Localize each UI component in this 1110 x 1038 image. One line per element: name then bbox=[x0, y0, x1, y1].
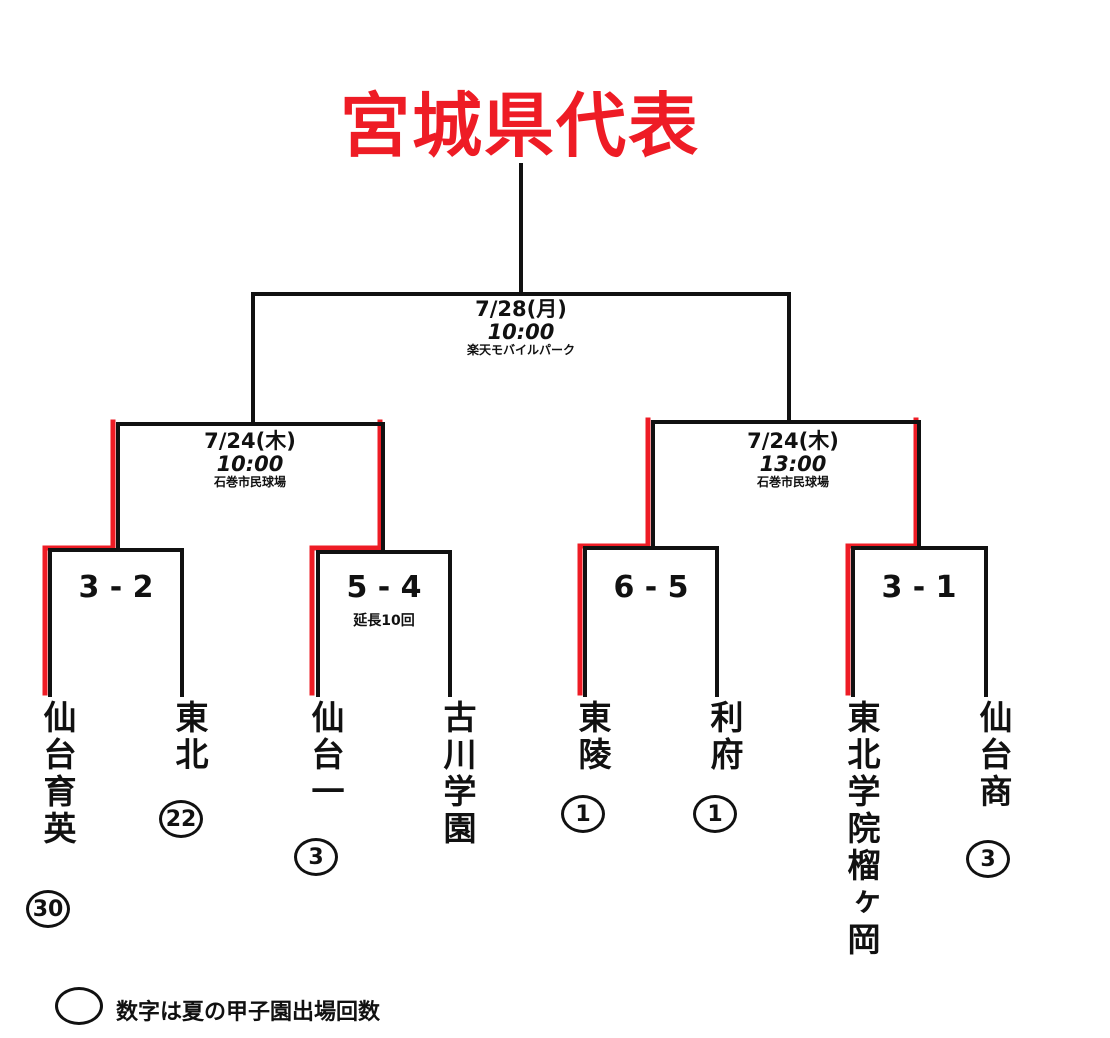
qf3-score: 6 - 5 bbox=[613, 570, 689, 605]
legend-text: 数字は夏の甲子園出場回数 bbox=[116, 1000, 381, 1025]
semifinal-left-date: 7/24(木) bbox=[204, 429, 296, 453]
appearances-badge-toryo: 1 bbox=[561, 795, 605, 833]
final-match-info: 7/28(月) 10:00 楽天モバイルパーク bbox=[421, 297, 621, 358]
semifinal-right-venue: 石巻市民球場 bbox=[756, 475, 829, 490]
semifinal-left-info: 7/24(木) 10:00 石巻市民球場 bbox=[150, 429, 350, 490]
final-bracket bbox=[251, 292, 791, 424]
qf1-bracket bbox=[48, 548, 184, 697]
semifinal-left-bracket bbox=[116, 422, 385, 552]
semifinal-right-info: 7/24(木) 13:00 石巻市民球場 bbox=[693, 429, 893, 490]
semifinal-left-venue: 石巻市民球場 bbox=[213, 475, 286, 490]
qf4-bracket bbox=[851, 546, 988, 697]
qf3-bracket bbox=[583, 546, 719, 697]
team-tohoku-gakuin-tsutsujigaoka: 東北学院榴ヶ岡 bbox=[842, 700, 881, 959]
team-sendai-sho: 仙台商 bbox=[974, 700, 1013, 811]
team-furukawa-gakuen: 古川学園 bbox=[438, 700, 477, 848]
qf3-winner-path bbox=[577, 417, 651, 696]
semifinal-left-time: 10:00 bbox=[216, 452, 284, 477]
qf1-winner-path bbox=[42, 419, 116, 696]
team-sendai-ikuei: 仙台育英 bbox=[38, 700, 77, 848]
final-venue: 楽天モバイルパーク bbox=[466, 343, 575, 358]
qf2-bracket bbox=[316, 550, 452, 697]
qf2-score: 5 - 4 bbox=[346, 570, 422, 605]
qf1-score: 3 - 2 bbox=[78, 570, 154, 605]
semifinal-right-bracket bbox=[651, 420, 921, 550]
qf2-winner-path bbox=[309, 419, 383, 696]
qf4-score: 3 - 1 bbox=[881, 570, 957, 605]
final-time: 10:00 bbox=[487, 320, 555, 345]
page-title: 宮城県代表 bbox=[340, 85, 700, 167]
team-sendai-ichi: 仙台一 bbox=[306, 700, 345, 811]
legend-circle-icon bbox=[55, 987, 103, 1025]
semifinal-right-date: 7/24(木) bbox=[747, 429, 839, 453]
final-date: 7/28(月) bbox=[475, 297, 567, 321]
qf2-extra-innings: 延長10回 bbox=[353, 613, 415, 629]
team-tohoku: 東北 bbox=[170, 700, 209, 774]
appearances-badge-sendai-ikuei: 30 bbox=[26, 890, 70, 928]
team-rifu: 利府 bbox=[705, 700, 744, 774]
team-toryo: 東陵 bbox=[573, 700, 612, 774]
appearances-badge-sendai-ichi: 3 bbox=[294, 838, 338, 876]
appearances-badge-tohoku: 22 bbox=[159, 800, 203, 838]
appearances-badge-rifu: 1 bbox=[693, 795, 737, 833]
semifinal-right-time: 13:00 bbox=[759, 452, 827, 477]
appearances-badge-sendai-sho: 3 bbox=[966, 840, 1010, 878]
